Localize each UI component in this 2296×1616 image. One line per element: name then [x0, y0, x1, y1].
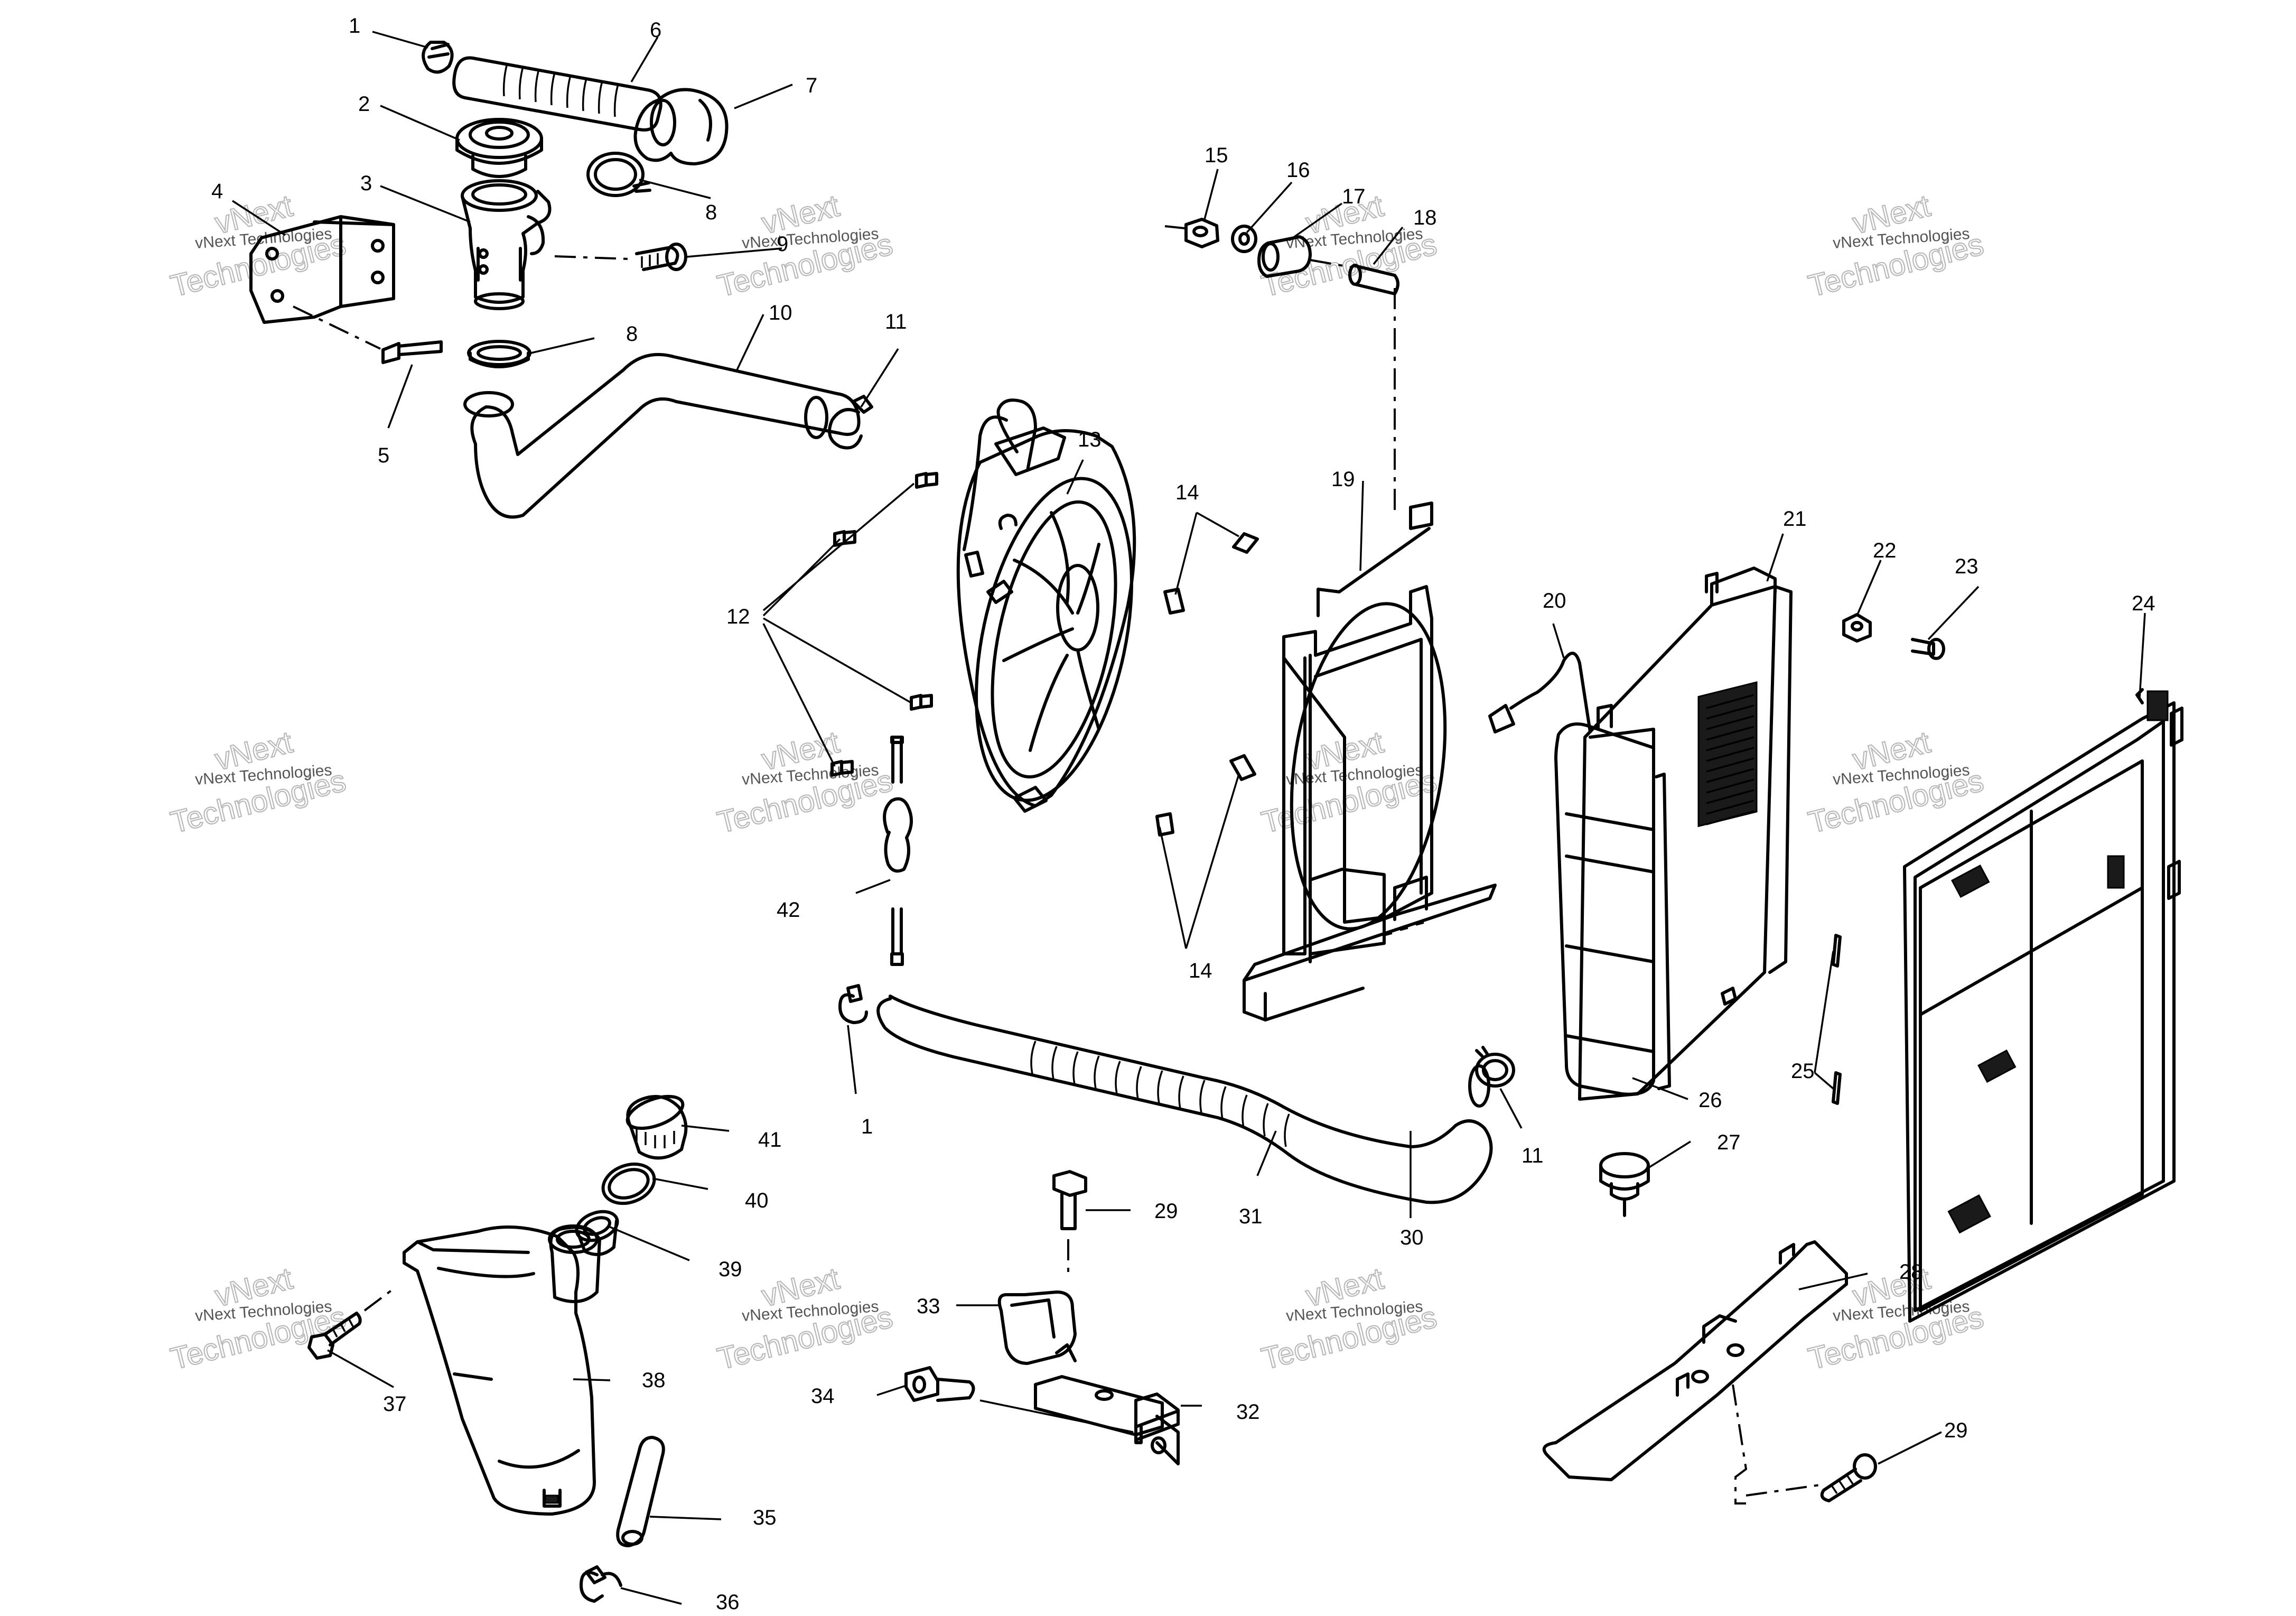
callout-23: 23 [1955, 555, 1978, 578]
part-9-screw [554, 243, 687, 271]
part-13-fan [956, 398, 1136, 813]
part-15-nut [1164, 218, 1219, 248]
leader-lines [232, 31, 2146, 1605]
callout-4: 4 [211, 180, 223, 203]
callout-5: 5 [378, 444, 389, 467]
callout-30: 30 [1400, 1226, 1424, 1249]
part-38-reservoir [403, 1224, 601, 1516]
part-36-clamp [580, 1565, 622, 1603]
callout-12: 12 [726, 605, 750, 628]
part-1-clamp-lower [838, 984, 868, 1024]
part-18-spacer [1310, 259, 1399, 511]
callout-15: 15 [1205, 144, 1228, 167]
callout-18: 18 [1413, 206, 1437, 229]
callout-26: 26 [1698, 1089, 1722, 1112]
callout-labels: 1 1 2 3 4 5 6 7 8 8 9 10 11 11 12 13 14 … [211, 14, 2155, 1614]
part-23-screw [1911, 638, 1945, 660]
callout-19: 19 [1331, 468, 1355, 491]
callout-1b: 1 [861, 1115, 873, 1138]
part-40-seal [601, 1162, 656, 1205]
part-20-sensor [1488, 652, 1592, 733]
callout-29b: 29 [1944, 1419, 1968, 1442]
callout-13: 13 [1078, 428, 1102, 451]
callout-39: 39 [718, 1258, 742, 1281]
callout-21: 21 [1783, 507, 1807, 531]
part-32-bracket [1034, 1375, 1180, 1465]
callout-41: 41 [758, 1128, 782, 1151]
callout-14a: 14 [1175, 481, 1199, 504]
callout-36: 36 [716, 1591, 740, 1614]
part-8-clamp-upper [586, 152, 651, 197]
part-19-shroud [1243, 501, 1497, 1021]
callout-3: 3 [360, 172, 372, 195]
part-16-washer [1231, 225, 1257, 253]
part-3-filler-neck [461, 179, 552, 310]
callout-35: 35 [753, 1506, 777, 1529]
part-12-screws [830, 472, 938, 777]
callout-7: 7 [806, 74, 817, 97]
callout-17: 17 [1342, 185, 1366, 208]
callout-38: 38 [642, 1369, 666, 1392]
part-29-bolt-left [1052, 1170, 1087, 1279]
callout-28: 28 [1899, 1260, 1923, 1284]
callout-6: 6 [650, 18, 661, 42]
callout-32: 32 [1236, 1400, 1260, 1424]
part-29-screw-right [1746, 1453, 1877, 1502]
callout-24: 24 [2132, 592, 2155, 615]
part-14-clips [1155, 532, 1259, 837]
callout-16: 16 [1286, 159, 1310, 182]
part-28-bracket [1542, 1240, 1848, 1504]
callout-10: 10 [769, 301, 792, 324]
callout-25: 25 [1791, 1060, 1815, 1083]
callout-8a: 8 [705, 201, 717, 224]
part-1-clamp-top [422, 41, 454, 74]
part-25-clips [1832, 934, 1842, 1105]
part-31-hose [876, 995, 1493, 1204]
callout-33: 33 [917, 1295, 940, 1318]
callout-14b: 14 [1189, 959, 1212, 982]
part-27-grommet [1599, 1152, 1650, 1217]
part-5-bolt [293, 305, 443, 364]
part-37-screw [307, 1286, 397, 1360]
callout-1a: 1 [349, 14, 360, 38]
callout-29a: 29 [1154, 1200, 1178, 1223]
part-10-hose [463, 352, 861, 519]
callout-42: 42 [777, 898, 800, 922]
part-41-cap [626, 1094, 688, 1160]
part-35-hose [616, 1436, 665, 1547]
callout-34: 34 [811, 1385, 835, 1408]
callout-11b: 11 [1522, 1144, 1544, 1167]
callout-2: 2 [358, 92, 370, 116]
callout-27: 27 [1717, 1131, 1741, 1154]
part-21-radiator [1554, 566, 1793, 1101]
callout-22: 22 [1873, 539, 1897, 562]
part-4-bracket [249, 215, 395, 324]
part-17-grommet [1257, 235, 1312, 278]
part-42-clip [883, 736, 913, 966]
part-11-clamp-lower [1475, 1046, 1515, 1088]
part-34-bolt [904, 1366, 1134, 1433]
part-8-clamp-lower [467, 340, 531, 368]
callout-20: 20 [1543, 589, 1566, 612]
part-11-clamp-upper [828, 395, 873, 450]
callout-37: 37 [383, 1392, 407, 1416]
callout-8b: 8 [626, 322, 638, 346]
part-7-elbow-hose [633, 88, 729, 165]
callout-31: 31 [1239, 1205, 1263, 1228]
part-24-screen [1903, 688, 2183, 1323]
callout-9: 9 [777, 233, 788, 256]
callout-40: 40 [745, 1189, 769, 1212]
callout-11a: 11 [885, 310, 907, 333]
